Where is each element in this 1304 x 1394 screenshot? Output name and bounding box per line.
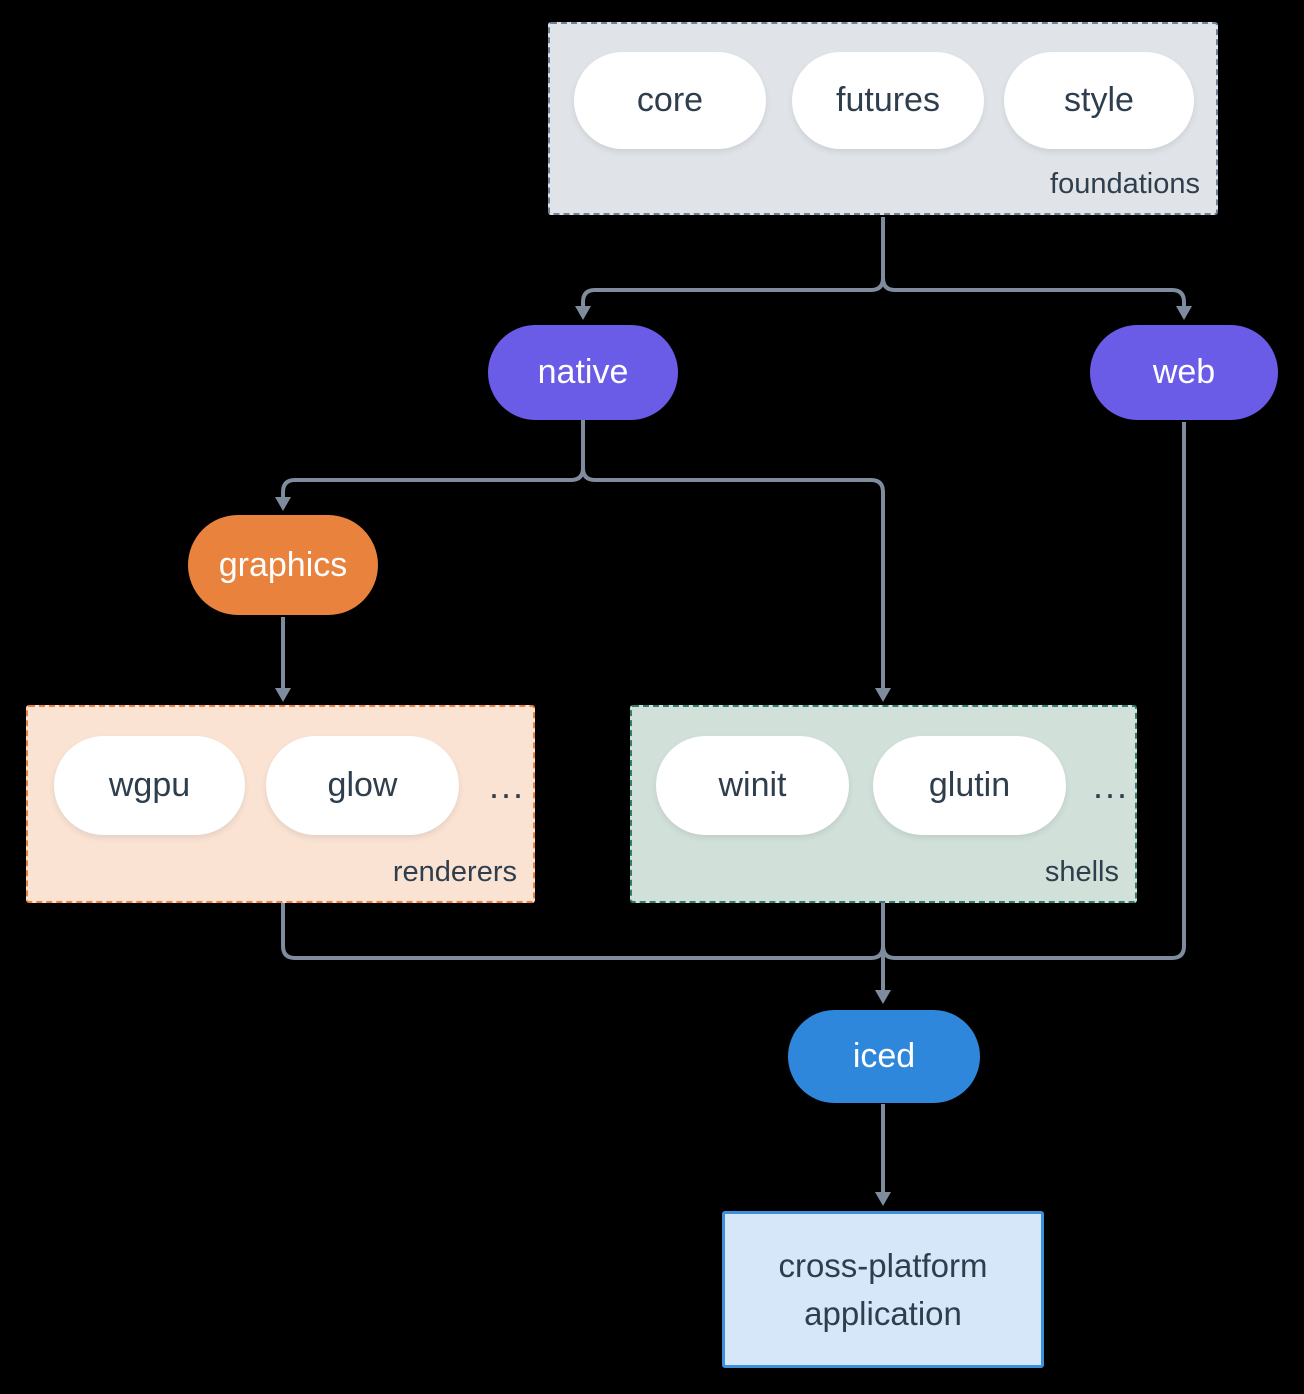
node-winit: winit bbox=[656, 736, 849, 835]
node-glutin-label: glutin bbox=[928, 766, 1011, 804]
group-foundations-label: foundations bbox=[1050, 168, 1200, 200]
node-graphics: graphics bbox=[188, 515, 378, 615]
node-iced-label: iced bbox=[852, 1037, 916, 1075]
node-web: web bbox=[1090, 325, 1278, 420]
group-shells: winit glutin ... shells bbox=[630, 705, 1137, 903]
arrowhead-native bbox=[575, 306, 591, 320]
node-application: cross-platform application bbox=[722, 1211, 1044, 1368]
edge-foundations-web bbox=[881, 277, 1186, 308]
node-futures-label: futures bbox=[836, 81, 940, 119]
node-core-label: core bbox=[636, 81, 704, 119]
arrowhead-web bbox=[1176, 306, 1192, 320]
group-renderers: wgpu glow ... renderers bbox=[26, 705, 535, 903]
node-winit-label: winit bbox=[718, 766, 787, 804]
node-application-label: cross-platform application bbox=[778, 1246, 988, 1332]
node-web-label: web bbox=[1152, 353, 1216, 391]
node-style: style bbox=[1004, 52, 1194, 149]
group-foundations: core futures style foundations bbox=[548, 22, 1218, 215]
node-native-label: native bbox=[537, 353, 629, 391]
edge-foundations-native bbox=[581, 277, 885, 308]
node-style-label: style bbox=[1064, 81, 1134, 119]
edge-native-graphics bbox=[281, 467, 585, 497]
arrowhead-renderers bbox=[275, 688, 291, 702]
node-native: native bbox=[488, 325, 678, 420]
node-futures: futures bbox=[792, 52, 984, 149]
node-glutin: glutin bbox=[873, 736, 1066, 835]
group-renderers-label: renderers bbox=[392, 856, 517, 888]
node-iced: iced bbox=[788, 1010, 980, 1103]
edge-native-shells bbox=[581, 467, 885, 688]
arrowhead-application bbox=[875, 1192, 891, 1206]
arrowhead-graphics bbox=[275, 497, 291, 511]
arrowhead-shells bbox=[875, 688, 891, 702]
node-core: core bbox=[574, 52, 766, 149]
edge-renderers-merge bbox=[281, 903, 885, 960]
group-shells-label: shells bbox=[1044, 856, 1119, 888]
shells-ellipsis: ... bbox=[1092, 764, 1129, 806]
renderers-ellipsis: ... bbox=[488, 764, 525, 806]
node-wgpu-label: wgpu bbox=[108, 766, 191, 804]
node-graphics-label: graphics bbox=[218, 545, 348, 584]
node-wgpu: wgpu bbox=[54, 736, 245, 835]
arrowhead-iced bbox=[875, 990, 891, 1004]
node-glow: glow bbox=[266, 736, 459, 835]
node-glow-label: glow bbox=[327, 766, 398, 804]
